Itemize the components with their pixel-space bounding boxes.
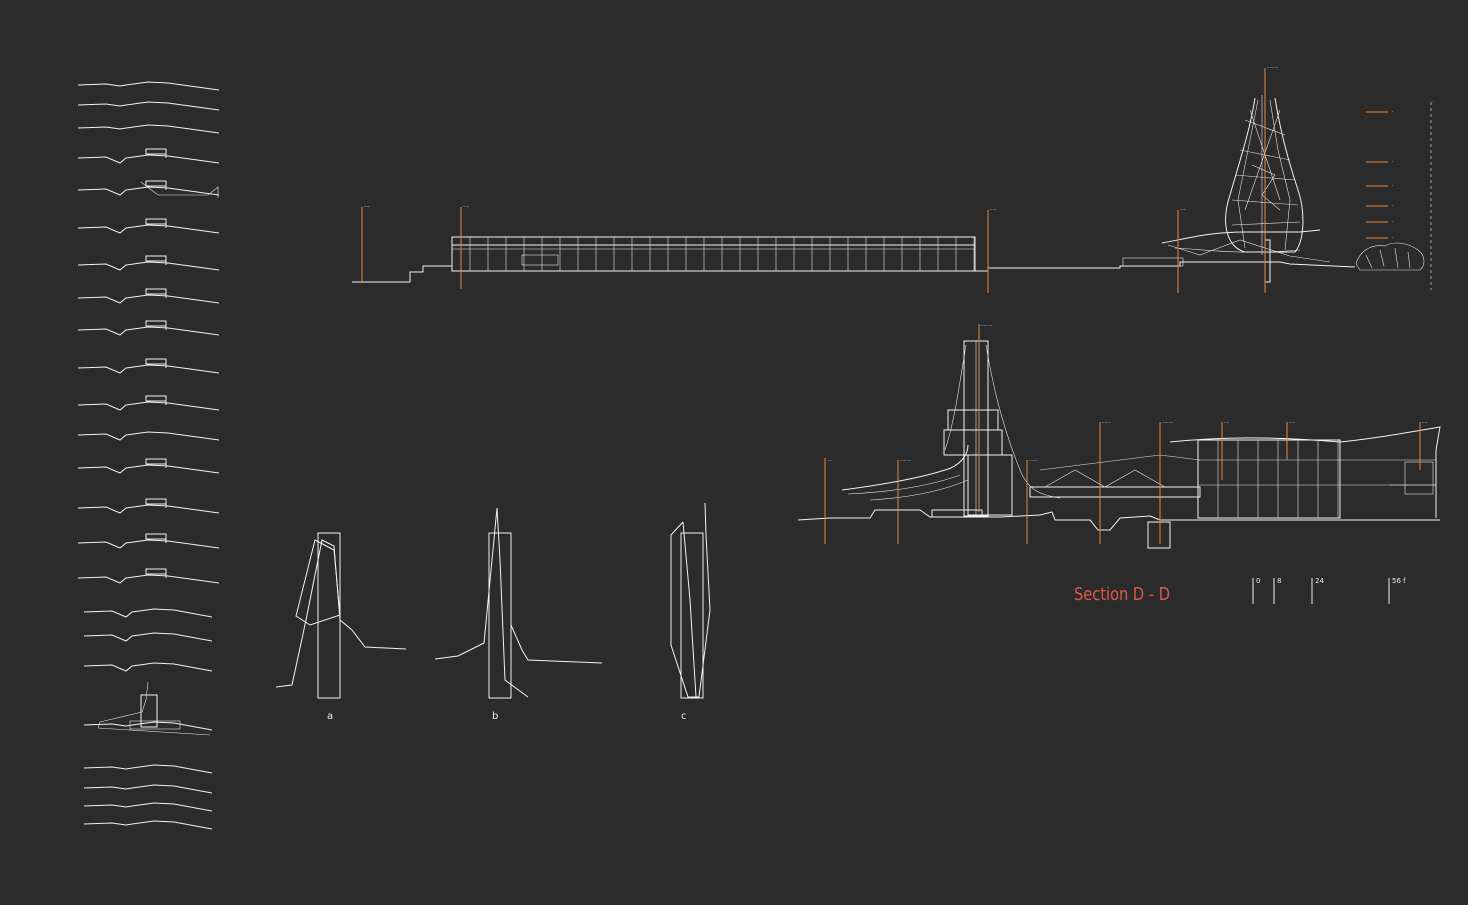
svg-text:···: ···	[828, 458, 832, 463]
site-profile-strip	[83, 764, 213, 774]
svg-text:····: ····	[1224, 420, 1229, 425]
svg-text:·····: ·····	[990, 207, 996, 212]
detail-label-a: a	[327, 711, 333, 722]
site-profile-strip	[83, 820, 213, 830]
tower-detail-c: c	[670, 502, 711, 722]
site-profile-strip	[83, 662, 213, 672]
svg-text:·····: ·····	[1289, 420, 1295, 425]
scale-bar: 0 8 24 56 f	[1252, 577, 1406, 604]
detail-label-c: c	[681, 711, 687, 722]
detail-label-b: b	[492, 711, 498, 722]
svg-text:·: ·	[1392, 109, 1393, 114]
svg-text:·····: ·····	[364, 204, 370, 209]
site-profile-strip	[77, 101, 220, 111]
scale-label-1: 8	[1277, 577, 1281, 585]
svg-text:·········: ·········	[900, 458, 911, 463]
long-elevation-section: ······· ····· ····· ····· ····· ········…	[352, 65, 1434, 293]
site-profile-strip	[77, 124, 220, 134]
site-profile-strip	[83, 802, 213, 812]
site-profile-strip	[77, 218, 220, 234]
site-profile-strip	[77, 180, 220, 198]
scale-label-0: 0	[1256, 577, 1260, 585]
site-profile-strip	[77, 533, 220, 549]
site-profile-strip	[77, 255, 220, 271]
tower-detail-b: b	[434, 507, 603, 722]
svg-text:·: ·	[1392, 235, 1393, 240]
site-profile-strip	[77, 81, 220, 91]
tower-detail-a: a	[275, 532, 407, 722]
svg-text:·: ·	[1433, 99, 1434, 104]
section-title: Section D - D	[1074, 584, 1170, 605]
svg-text:·····: ·····	[463, 204, 469, 209]
site-profile-strip	[83, 632, 213, 642]
tower-sculpture	[1161, 95, 1331, 283]
site-profile-strip	[83, 608, 213, 618]
svg-text:·······: ·······	[1029, 458, 1038, 463]
scale-label-3: 56 f	[1392, 577, 1406, 585]
site-profile-strip	[77, 431, 220, 441]
site-profile-strip	[77, 395, 220, 411]
svg-text:·: ·	[1392, 219, 1393, 224]
site-profile-strip	[77, 568, 220, 584]
svg-text:·········: ·········	[1162, 420, 1173, 425]
svg-text:·········: ·········	[981, 323, 992, 328]
svg-text:·: ·	[1392, 159, 1393, 164]
svg-text:·······: ·······	[1102, 420, 1111, 425]
site-profile-strip	[77, 288, 220, 304]
svg-text:·····: ·····	[1180, 207, 1186, 212]
site-profile-strip	[77, 458, 220, 474]
site-profile-strip	[83, 784, 213, 794]
site-profile-strip	[77, 498, 220, 514]
site-profile-strips	[77, 81, 220, 830]
svg-text:·: ·	[1392, 203, 1393, 208]
site-profile-strip	[77, 148, 220, 164]
site-profile-strip	[77, 320, 220, 336]
scale-label-2: 24	[1315, 577, 1324, 585]
svg-text:····: ····	[1422, 420, 1427, 425]
section-d-d: ··· ········· ········· ······· ······· …	[797, 323, 1441, 605]
svg-text:·: ·	[1392, 183, 1393, 188]
svg-text:·········: ·········	[1267, 65, 1278, 70]
site-profile-strip	[77, 358, 220, 374]
site-profile-strip	[83, 681, 213, 736]
